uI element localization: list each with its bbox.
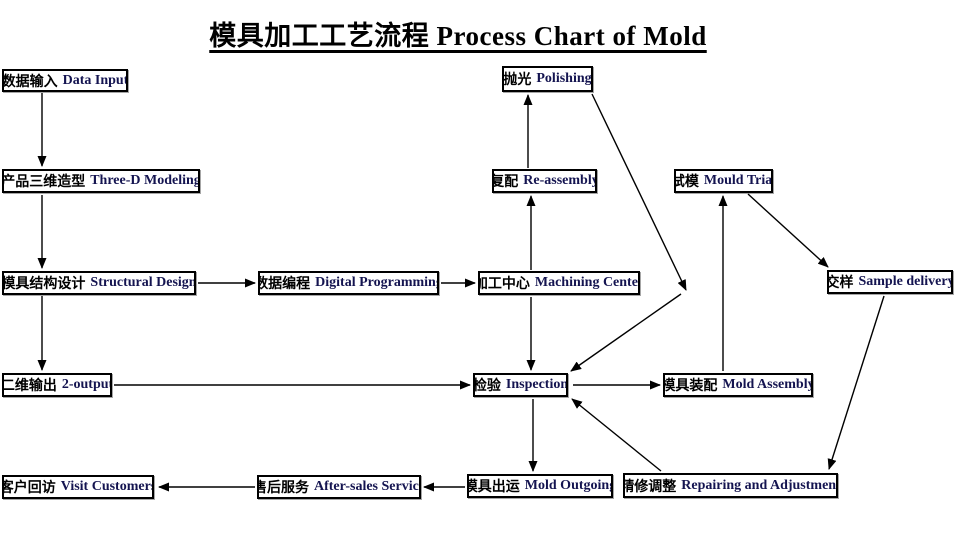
node-label-en: Digital Programming bbox=[315, 275, 439, 290]
node-label-en: Polishing bbox=[536, 71, 592, 86]
node-label-en: Sample delivery bbox=[858, 274, 953, 289]
node-inspection: 检验 Inspection bbox=[473, 373, 568, 397]
node-label-cn: 数据输入 bbox=[2, 74, 58, 90]
node-label-cn: 客户回访 bbox=[2, 481, 56, 496]
node-label-cn: 试模 bbox=[676, 175, 699, 190]
node-polishing: 抛光 Polishing bbox=[502, 66, 593, 92]
node-label-cn: 精修调整 bbox=[623, 479, 677, 495]
node-mold-outgoing: 模具出运 Mold Outgoing bbox=[467, 474, 613, 498]
node-label-cn: 模具出运 bbox=[467, 480, 520, 495]
node-label-cn: 二维输出 bbox=[2, 379, 57, 394]
node-after-sales-service: 售后服务 After-sales Service bbox=[257, 475, 421, 499]
node-label-en: Visit Customers bbox=[60, 479, 154, 494]
node-label-cn: 数据编程 bbox=[258, 277, 311, 292]
node-label-en: Data Input bbox=[62, 72, 128, 88]
node-label-cn: 模具装配 bbox=[663, 379, 718, 394]
node-label-cn: 模具结构设计 bbox=[2, 277, 86, 292]
arrow-repairing-adjustment-to-inspection bbox=[571, 398, 662, 472]
node-label-en: Three-D Modeling bbox=[90, 173, 200, 188]
node-label-en: Re-assembly bbox=[523, 173, 597, 188]
node-label-en: Mold Outgoing bbox=[524, 478, 613, 493]
node-digital-programming: 数据编程 Digital Programming bbox=[258, 271, 439, 295]
node-label-en: 2-output bbox=[61, 377, 112, 392]
node-sample-delivery: 交样 Sample delivery bbox=[827, 270, 953, 294]
node-label-cn: 售后服务 bbox=[257, 481, 309, 496]
node-label-en: Mold Assembly bbox=[722, 377, 813, 392]
node-label-cn: 加工中心 bbox=[478, 277, 530, 292]
node-three-d-modeling: 产品三维造型 Three-D Modeling bbox=[2, 169, 200, 193]
node-visit-customers: 客户回访 Visit Customers bbox=[2, 475, 154, 499]
node-label-cn: 交样 bbox=[827, 276, 854, 291]
node-label-en: Repairing and Adjustment bbox=[681, 477, 838, 493]
node-label-cn: 产品三维造型 bbox=[2, 175, 86, 190]
node-mold-assembly: 模具装配 Mold Assembly bbox=[663, 373, 813, 397]
node-mould-trial: 试模 Mould Trial bbox=[674, 169, 773, 193]
node-machining-center: 加工中心 Machining Center bbox=[478, 271, 640, 295]
arrow-mould-trial-to-sample-delivery bbox=[747, 193, 829, 268]
node-two-output: 二维输出 2-output bbox=[2, 373, 112, 397]
node-label-en: Machining Center bbox=[534, 275, 640, 290]
page-title: 模具加工工艺流程 Process Chart of Mold bbox=[209, 21, 707, 51]
node-structural-design: 模具结构设计 Structural Design bbox=[2, 271, 196, 295]
node-label-cn: 复配 bbox=[492, 175, 519, 190]
node-label-en: Mould Trial bbox=[703, 173, 773, 188]
node-label-en: Structural Design bbox=[90, 275, 196, 290]
arrow-sample-delivery-to-repairing-adjustment bbox=[827, 295, 885, 470]
node-re-assembly: 复配 Re-assembly bbox=[492, 169, 597, 193]
arrow-polishing-to-bend-point bbox=[591, 93, 687, 291]
arrow-bend-point-to-inspection bbox=[570, 293, 682, 372]
node-label-en: After-sales Service bbox=[313, 479, 421, 494]
node-label-en: Inspection bbox=[505, 377, 568, 392]
node-label-cn: 检验 bbox=[473, 379, 501, 394]
node-label-cn: 抛光 bbox=[503, 73, 532, 88]
